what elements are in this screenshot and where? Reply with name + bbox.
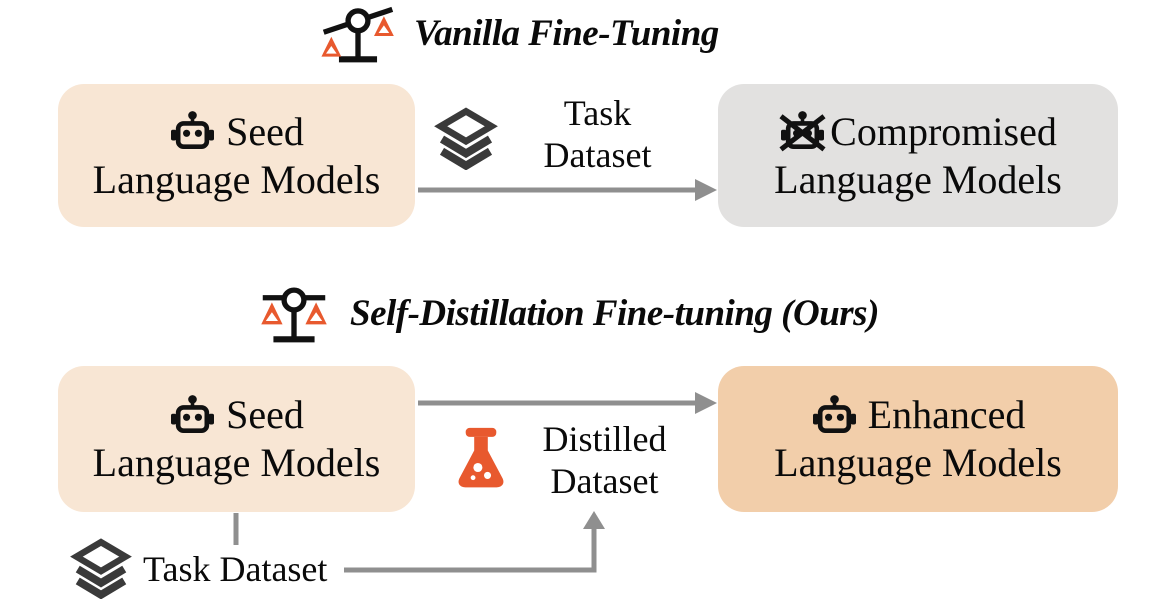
robot-icon — [812, 394, 856, 433]
vanilla-compromised-box: Compromised Language Models — [718, 84, 1118, 227]
vanilla-seed-box-line2: Language Models — [92, 156, 381, 202]
crossed-robot-icon — [779, 111, 826, 152]
sdft-seed-box: Seed Language Models — [58, 366, 415, 512]
vanilla-title: Vanilla Fine-Tuning — [414, 12, 719, 54]
sdft-seed-box-line2: Language Models — [92, 440, 381, 485]
sdft-distilled-line2: Dataset — [550, 461, 659, 501]
layers-icon — [70, 538, 132, 599]
flask-icon — [458, 427, 504, 488]
sdft-result-box-line1: Enhanced — [867, 392, 1026, 437]
balanced-scale-icon — [261, 287, 327, 343]
sdft-seed-box-line1: Seed — [226, 392, 304, 437]
sdft-distilled-line1: Distilled — [542, 419, 667, 459]
arrow-vanilla-seed-to-compromised — [418, 179, 717, 201]
robot-icon — [171, 111, 215, 150]
arrow-sdft-seed-to-enhanced — [418, 392, 717, 414]
layers-icon — [434, 107, 498, 170]
vanilla-task-dataset-line2: Dataset — [543, 135, 652, 175]
sdft-title-row: Self-Distillation Fine-tuning (Ours) — [254, 281, 879, 345]
vanilla-title-row: Vanilla Fine-Tuning — [318, 1, 719, 65]
sdft-task-dataset-label: Task Dataset — [143, 549, 328, 589]
robot-icon — [171, 394, 215, 433]
vanilla-task-dataset-label: Task Dataset — [515, 92, 680, 176]
sdft-distilled-dataset-label: Distilled Dataset — [522, 418, 687, 502]
unbalanced-scale-icon — [321, 6, 394, 63]
sdft-enhanced-box: Enhanced Language Models — [718, 366, 1118, 512]
vanilla-task-dataset-line1: Task — [563, 93, 632, 133]
sdft-result-box-line2: Language Models — [774, 440, 1062, 485]
vanilla-seed-box-line1: Seed — [226, 108, 304, 154]
vanilla-result-box-line1: Compromised — [830, 108, 1057, 154]
vanilla-result-box-line2: Language Models — [774, 156, 1062, 202]
sdft-title: Self-Distillation Fine-tuning (Ours) — [350, 292, 879, 334]
arrow-task-dataset-to-distilled — [344, 511, 605, 573]
vanilla-seed-box: Seed Language Models — [58, 84, 415, 227]
